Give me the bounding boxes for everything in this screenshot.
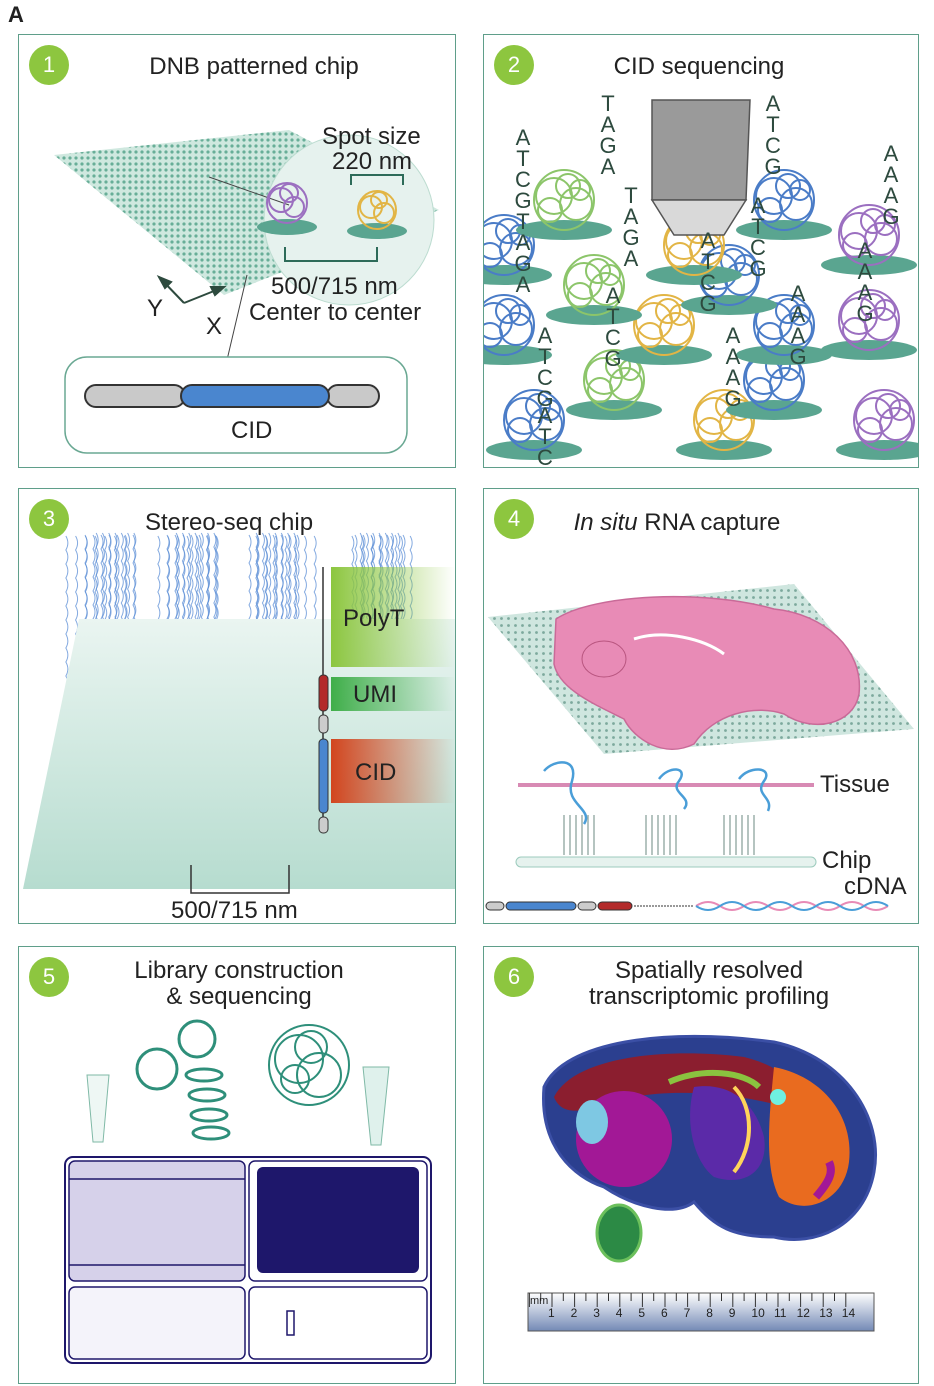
chip-label: Chip — [822, 847, 872, 874]
dnb-cluster — [533, 169, 595, 231]
pitch-label: 500/715 nm — [171, 897, 298, 924]
polyt-block — [331, 567, 455, 667]
step-badge-5: 5 — [29, 957, 69, 997]
title-italic-part: In situ — [573, 509, 638, 536]
dnb-cluster — [838, 289, 900, 351]
ruler-tick-label: 8 — [706, 1306, 713, 1320]
panel-1-title: DNB patterned chip — [149, 53, 359, 80]
panel-6-title-line2: transcriptomic profiling — [588, 983, 830, 1010]
ruler-tick-label: 7 — [683, 1306, 691, 1320]
dnb-cluster — [743, 349, 805, 411]
tissue-label: Tissue — [820, 771, 890, 798]
dnb-cluster — [563, 254, 625, 316]
panel-5-title-line2: & sequencing — [166, 983, 312, 1010]
ruler-tick-label: 14 — [841, 1306, 856, 1320]
title-rest: RNA capture — [637, 509, 781, 536]
dnb-cluster — [853, 389, 915, 451]
dnb-base — [484, 345, 552, 365]
panel-in-situ-capture: 4 In situ RNA capture Tissue Ch — [483, 488, 919, 924]
step-badge-3: 3 — [29, 499, 69, 539]
cid-label: CID — [231, 417, 273, 444]
tissue-section — [553, 595, 861, 750]
dnb-ball — [268, 1024, 350, 1106]
dnb-cluster — [503, 389, 565, 451]
tissue-fragment — [595, 1203, 643, 1263]
ruler-tick-label: 13 — [819, 1306, 833, 1320]
dnb-cluster — [633, 294, 695, 356]
purple-dnb — [266, 182, 308, 224]
dnb-chip-illustration — [54, 130, 439, 454]
panel-stereo-seq-chip: 3 Stereo-seq chip PolyT UMI CID — [18, 488, 456, 924]
umi-label: UMI — [353, 681, 397, 708]
ruler-tick-label: 12 — [796, 1306, 810, 1320]
ruler-unit: mm — [530, 1295, 549, 1307]
ruler-tick-label: 6 — [661, 1306, 668, 1320]
ruler-tick-label: 2 — [570, 1306, 578, 1320]
capture-illustration — [485, 584, 914, 911]
yellow-dnb — [357, 190, 397, 230]
ruler-tick-label: 3 — [593, 1306, 600, 1320]
dnb-cluster — [838, 204, 900, 266]
figure-letter: A — [8, 2, 24, 27]
dnb-cluster — [484, 294, 535, 356]
axis-x-label: X — [206, 313, 223, 340]
stereo-seq-illustration — [23, 532, 455, 894]
panel-dnb-chip: 1 DNB patterned chip Spot size 2 — [18, 34, 456, 468]
panel-spatial-profiling: 6 Spatially resolved transcriptomic prof… — [483, 946, 919, 1384]
ruler-tick-label: 11 — [774, 1306, 787, 1320]
polyt-label: PolyT — [343, 605, 405, 632]
step-badge-4: 4 — [494, 499, 534, 539]
step-badge-1: 1 — [29, 45, 69, 85]
ruler-tick-label: 1 — [548, 1306, 555, 1320]
sequencer-screen — [257, 1167, 419, 1273]
pitch-label: 500/715 nm — [271, 273, 398, 300]
axis-y-label: Y — [147, 295, 164, 322]
cdna-label: cDNA — [844, 873, 907, 900]
panel-6-title-line1: Spatially resolved — [614, 957, 804, 984]
dnb-cluster — [753, 169, 815, 231]
ruler-tick-label: 9 — [728, 1306, 736, 1320]
cid-segment — [180, 384, 330, 408]
spatial-map-illustration — [527, 1034, 877, 1332]
pitch-description: Center to center — [249, 299, 422, 326]
panel-2-title: CID sequencing — [613, 53, 785, 80]
spot-size-label: Spot size — [322, 123, 421, 150]
panel-3-title: Stereo-seq chip — [144, 509, 314, 536]
panel-4-title: In situ RNA capture — [562, 509, 792, 537]
step-badge-2: 2 — [494, 45, 534, 85]
cid-block — [331, 739, 455, 803]
umi-block — [331, 677, 455, 711]
library-illustration — [64, 1019, 432, 1364]
ruler-tick-label: 4 — [615, 1306, 623, 1320]
ruler-tick-label: 5 — [638, 1306, 646, 1320]
cid-segment-label: CID — [355, 759, 397, 786]
dnb-cluster — [753, 294, 815, 356]
dnb-cluster — [583, 349, 645, 411]
spot-size-value: 220 nm — [332, 148, 413, 175]
sequencing-illustration — [484, 99, 918, 460]
step-badge-6: 6 — [494, 957, 534, 997]
ruler-tick-label: 10 — [751, 1306, 765, 1320]
panel-5-title-line1: Library construction — [134, 957, 344, 984]
panel-library-construction: 5 Library construction & sequencing — [18, 946, 456, 1384]
dnb-base — [484, 265, 552, 285]
